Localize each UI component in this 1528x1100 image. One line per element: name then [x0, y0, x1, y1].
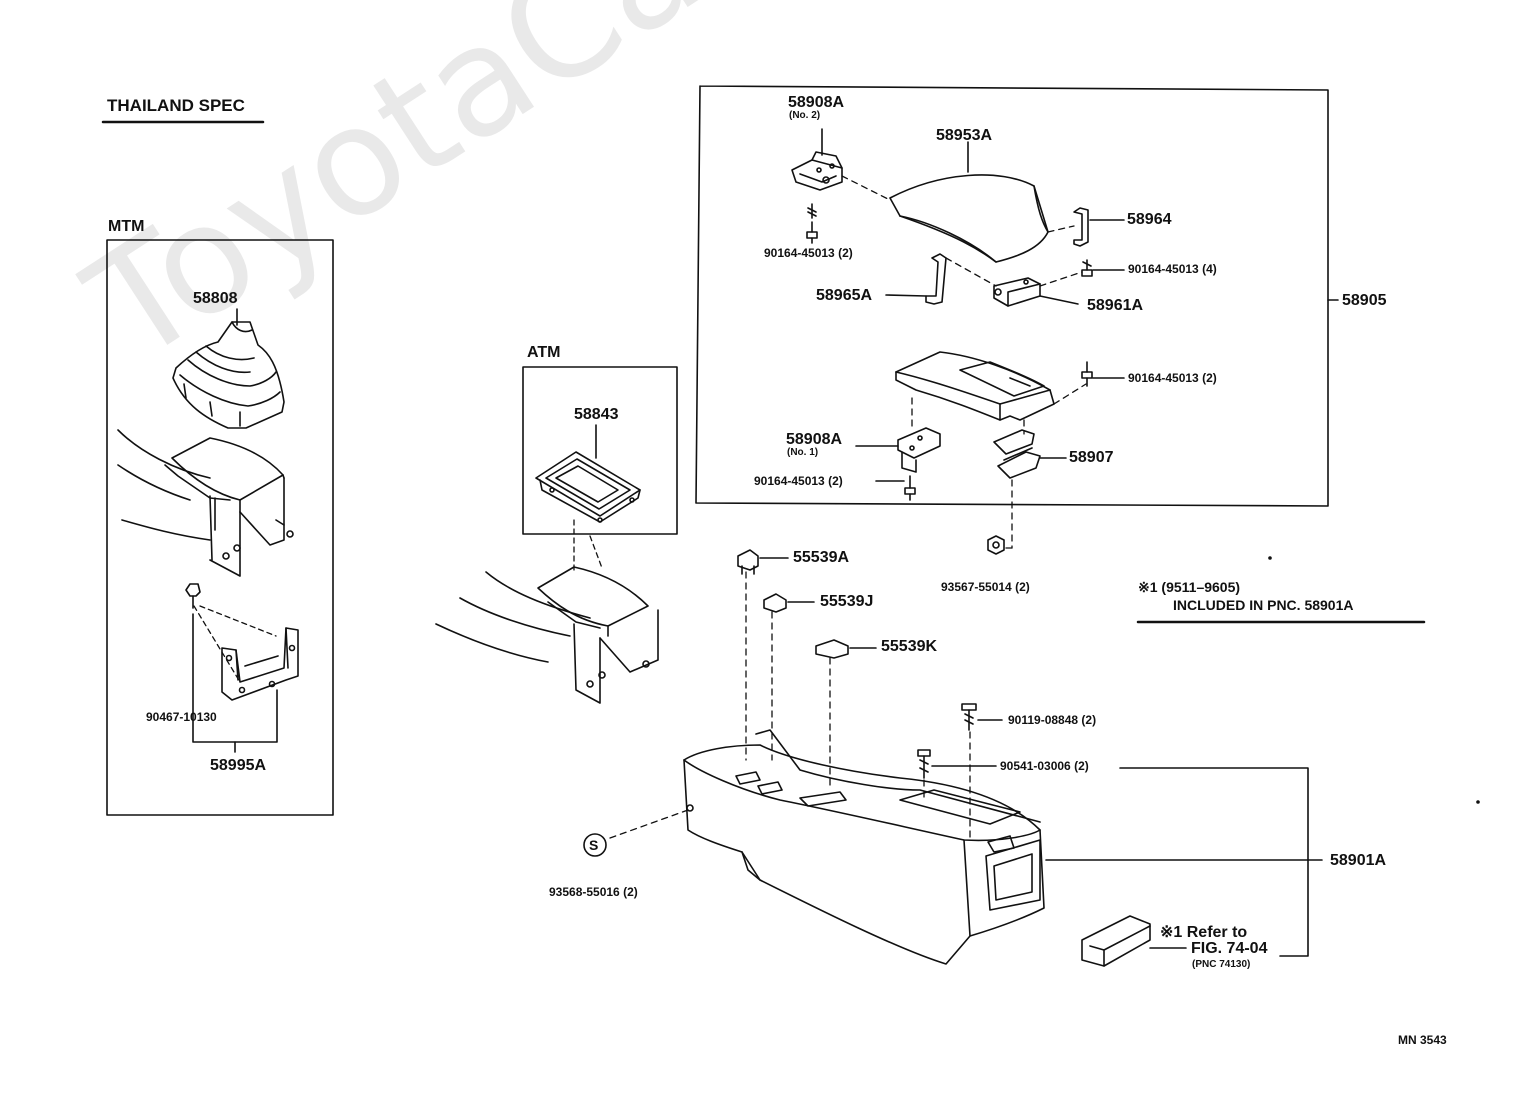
part-58961A: 58961A	[1087, 297, 1144, 314]
part-58905: 58905	[1342, 292, 1387, 309]
part-55539J: 55539J	[820, 593, 874, 610]
spec-title: THAILAND SPEC	[107, 96, 245, 115]
atm-console-section	[435, 566, 659, 704]
refer-line1: ※1 Refer to	[1160, 924, 1248, 941]
part-90164-45013-2c: 90164-45013 (2)	[754, 474, 843, 488]
screw-90164-b	[1081, 259, 1093, 277]
part-90541: 90541-03006 (2)	[1000, 759, 1089, 773]
part-58908A-no2-sub: (No. 2)	[789, 110, 821, 121]
clip-55539K	[815, 639, 849, 659]
section-mtm-label: MTM	[108, 218, 145, 235]
part-58995A: 58995A	[210, 757, 267, 774]
bolt-90119	[961, 703, 977, 731]
hinge-58964	[1073, 207, 1089, 247]
part-55539A: 55539A	[793, 549, 850, 566]
clip-93567	[987, 535, 1005, 555]
hook-58907	[993, 429, 1041, 479]
footer-code: MN 3543	[1398, 1033, 1447, 1047]
clip-55539A	[737, 549, 759, 575]
section-atm-label: ATM	[527, 344, 561, 361]
atm-box	[522, 366, 678, 535]
part-58908A-no1-sub: (No. 1)	[787, 447, 819, 458]
part-90164-45013-2b: 90164-45013 (2)	[1128, 371, 1217, 385]
screw-90164-d	[904, 475, 916, 501]
part-58907: 58907	[1069, 449, 1114, 466]
part-58908A-no1: 58908A	[786, 431, 843, 448]
shift-bracket-58995A	[185, 583, 299, 701]
screw-90164-c	[1081, 361, 1093, 387]
part-90119: 90119-08848 (2)	[1008, 713, 1097, 727]
mtm-box	[106, 239, 334, 816]
part-58964: 58964	[1127, 211, 1172, 228]
part-58965A: 58965A	[816, 287, 873, 304]
part-90164-45013-2a: 90164-45013 (2)	[764, 246, 853, 260]
pocket-74130	[1081, 915, 1151, 967]
symbol-s: S	[589, 837, 599, 853]
part-58808: 58808	[193, 290, 238, 307]
part-93567: 93567-55014 (2)	[941, 580, 1030, 594]
refer-line3: (PNC 74130)	[1192, 959, 1251, 970]
part-58901A: 58901A	[1330, 852, 1387, 869]
part-55539K: 55539K	[881, 638, 938, 655]
screw-90541	[917, 749, 931, 779]
clip-55539J	[763, 593, 787, 613]
armrest-assembly-box	[695, 85, 1329, 507]
shift-bezel-58843	[535, 451, 641, 523]
part-58908A-no2: 58908A	[788, 94, 845, 111]
armrest-base	[895, 351, 1055, 421]
part-90164-45013-4: 90164-45013 (4)	[1128, 262, 1217, 276]
part-58843: 58843	[574, 406, 619, 423]
hinge-58961A	[993, 277, 1041, 307]
shift-boot-58808	[172, 321, 285, 429]
symbol-s-circle	[583, 833, 607, 857]
bracket-58908A-no1	[897, 427, 941, 473]
console-body-58901A	[683, 729, 1045, 965]
hinge-58965A	[925, 253, 947, 305]
armrest-lid-58953A	[889, 174, 1049, 263]
bracket-58908A-no2	[791, 151, 843, 191]
screw-90164-a	[806, 203, 818, 239]
part-93568: 93568-55016 (2)	[549, 885, 638, 899]
part-58953A: 58953A	[936, 127, 993, 144]
note1-line2: INCLUDED IN PNC. 58901A	[1173, 597, 1354, 613]
refer-line2: FIG. 74-04	[1191, 940, 1268, 957]
note1-line1: ※1 (9511–9605)	[1138, 579, 1241, 595]
mtm-console-section	[117, 429, 294, 577]
part-90467: 90467-10130	[146, 710, 217, 724]
